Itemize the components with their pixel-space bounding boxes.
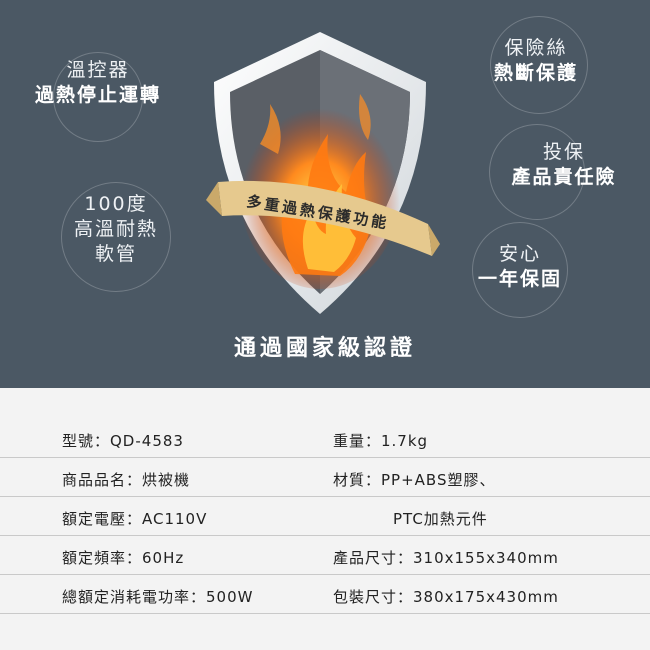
decor-ring: [53, 52, 143, 142]
feature-desc: 產品責任險: [511, 166, 617, 188]
row-divider: [0, 496, 650, 497]
decor-ring: [61, 182, 171, 292]
spec-frequency: 額定頻率：60Hz: [62, 549, 185, 567]
decor-ring: [489, 124, 585, 220]
feature-desc: 高溫耐熱: [73, 218, 158, 240]
row-divider: [0, 535, 650, 536]
spec-product-name: 商品品名：烘被機: [62, 471, 191, 489]
spec-table: 型號：QD-4583 重量：1.7kg 商品品名：烘被機 材質：PP+ABS塑膠…: [0, 388, 650, 650]
spec-power: 總額定消耗電功率：500W: [62, 588, 254, 606]
spec-product-size: 產品尺寸：310x155x340mm: [333, 549, 559, 567]
feature-desc: 熱斷保護: [493, 62, 578, 84]
spec-material: 材質：PP+ABS塑膠、: [333, 471, 496, 489]
feature-title: 100度: [84, 193, 148, 215]
feature-fuse: 保險絲 熱斷保護: [476, 16, 596, 114]
feature-desc: 軟管: [94, 243, 137, 265]
hero-banner: 溫控器 過熱停止運轉 100度 高溫耐熱 軟管 保險絲 熱斷保護 投保 產品責任…: [0, 0, 650, 388]
spec-model: 型號：QD-4583: [62, 432, 184, 450]
feature-insurance: 投保 產品責任險: [489, 124, 634, 220]
spec-package-size: 包裝尺寸：380x175x430mm: [333, 588, 559, 606]
feature-title: 投保: [542, 141, 585, 163]
decor-ring: [472, 222, 568, 318]
spec-weight: 重量：1.7kg: [333, 432, 429, 450]
decor-ring: [490, 16, 588, 114]
feature-title: 溫控器: [66, 59, 130, 81]
spec-material-cont: PTC加熱元件: [393, 510, 488, 528]
feature-desc: 一年保固: [477, 268, 562, 290]
spec-voltage: 額定電壓：AC110V: [62, 510, 208, 528]
shield-flame-icon: 多重過熱保護功能: [206, 32, 440, 314]
feature-title: 保險絲: [504, 37, 568, 59]
feature-heat-resistant-hose: 100度 高溫耐熱 軟管: [56, 182, 176, 292]
feature-warranty: 安心 一年保固: [460, 222, 580, 318]
row-divider: [0, 613, 650, 614]
feature-title: 安心: [498, 243, 541, 265]
feature-thermostat: 溫控器 過熱停止運轉: [28, 52, 168, 142]
certification-title: 通過國家級認證: [233, 336, 416, 361]
row-divider: [0, 457, 650, 458]
row-divider: [0, 574, 650, 575]
feature-desc: 過熱停止運轉: [34, 84, 161, 106]
